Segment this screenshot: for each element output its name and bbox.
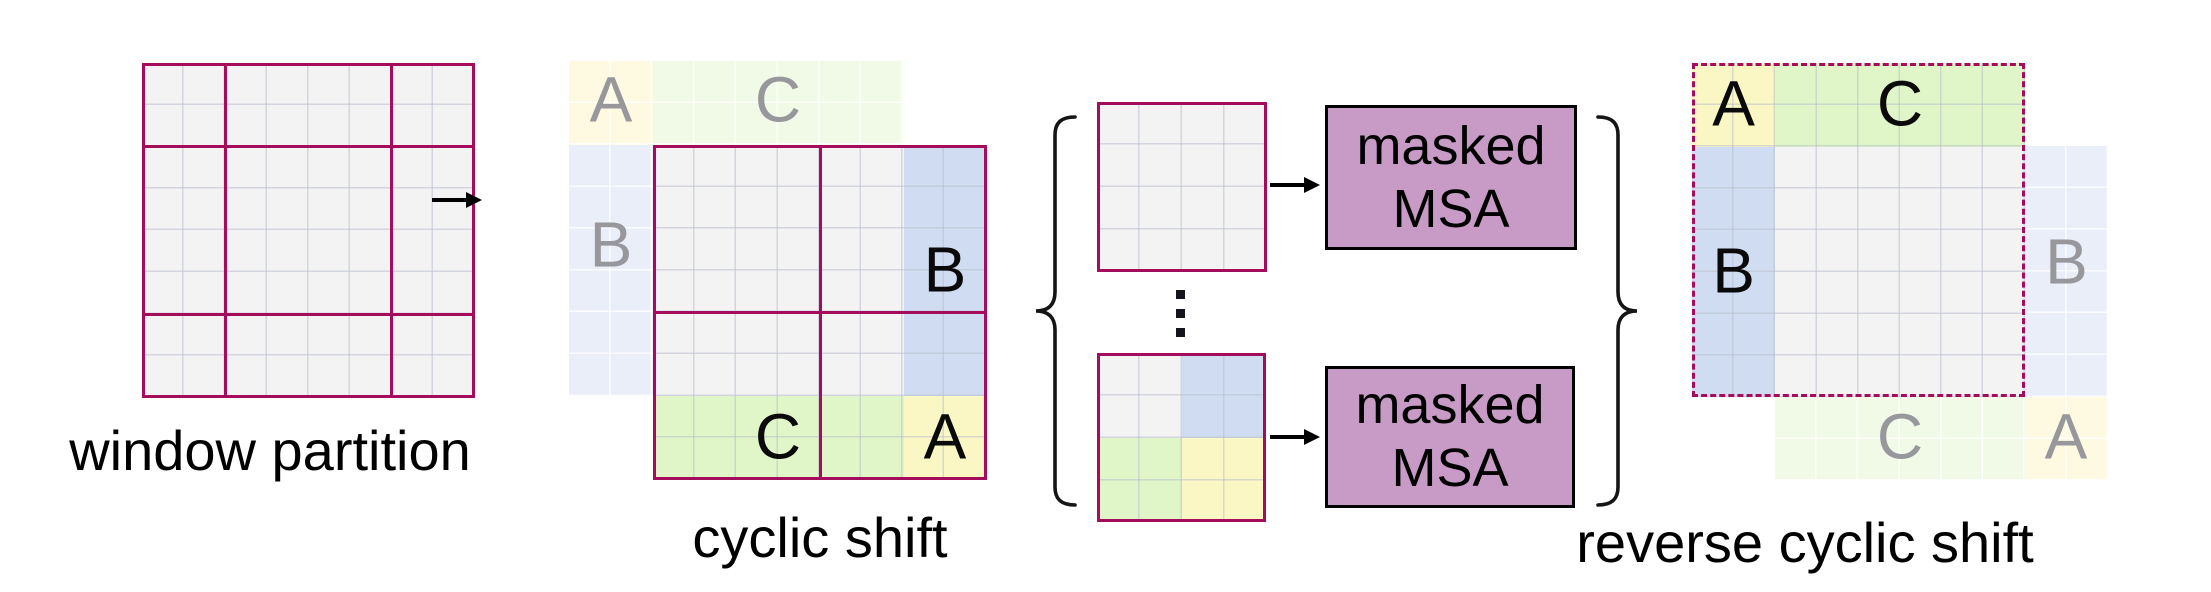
letter-c: C bbox=[1876, 67, 1924, 140]
ghost-letter-b: B bbox=[589, 208, 633, 281]
reverse-cyclic-shift-label: reverse cyclic shift bbox=[1576, 511, 2034, 574]
window-line bbox=[142, 312, 475, 316]
msa-line1: masked bbox=[1356, 115, 1546, 176]
window-line bbox=[390, 63, 394, 398]
ghost-letter-c: C bbox=[754, 63, 802, 136]
letter-b: B bbox=[1712, 234, 1755, 307]
ghost-letter-a: A bbox=[2044, 400, 2088, 473]
quadrant-yellow bbox=[1181, 437, 1266, 522]
window-partition-grid bbox=[142, 63, 475, 398]
quadrant-blue bbox=[1181, 353, 1266, 438]
grid-border bbox=[1097, 102, 1267, 272]
cyclic-shift-grid: B C A bbox=[653, 145, 987, 480]
quadrant-green bbox=[1097, 437, 1182, 522]
cyclic-shift-label: cyclic shift bbox=[692, 506, 948, 569]
msa-line2: MSA bbox=[1392, 178, 1510, 239]
right-arrow-icon bbox=[1270, 177, 1320, 193]
right-brace bbox=[1596, 115, 1638, 507]
msa-line2: MSA bbox=[1391, 438, 1509, 498]
grid-cells bbox=[1097, 102, 1267, 272]
ghost-letter-c: C bbox=[1876, 400, 1924, 473]
masked-msa-box: masked MSA bbox=[1325, 105, 1577, 250]
ghost-letter-a: A bbox=[589, 63, 633, 136]
reverse-ghost-region-b: B bbox=[2025, 146, 2108, 397]
letter-a: A bbox=[1712, 67, 1755, 140]
letter-a: A bbox=[923, 400, 967, 473]
window-partition-label: window partition bbox=[69, 419, 471, 482]
window-line bbox=[142, 145, 475, 149]
window-line bbox=[223, 63, 227, 398]
letter-b: B bbox=[923, 233, 967, 306]
right-arrow-icon bbox=[432, 192, 482, 208]
letter-c: C bbox=[754, 400, 802, 473]
window-line bbox=[653, 311, 987, 314]
reverse-ghost-bottom-strip: C A bbox=[1775, 397, 2108, 480]
grid-border bbox=[142, 63, 475, 398]
left-brace bbox=[1035, 115, 1077, 507]
masked-msa-box: masked MSA bbox=[1325, 366, 1575, 508]
batch-window-mixed bbox=[1097, 353, 1266, 522]
ghost-letter-b: B bbox=[2045, 225, 2088, 298]
batch-window-plain bbox=[1097, 102, 1267, 272]
reverse-shift-grid: A C B bbox=[1692, 63, 2025, 397]
grid-cells bbox=[142, 63, 475, 398]
right-arrow-icon bbox=[1270, 429, 1320, 445]
msa-line1: masked bbox=[1355, 375, 1545, 436]
